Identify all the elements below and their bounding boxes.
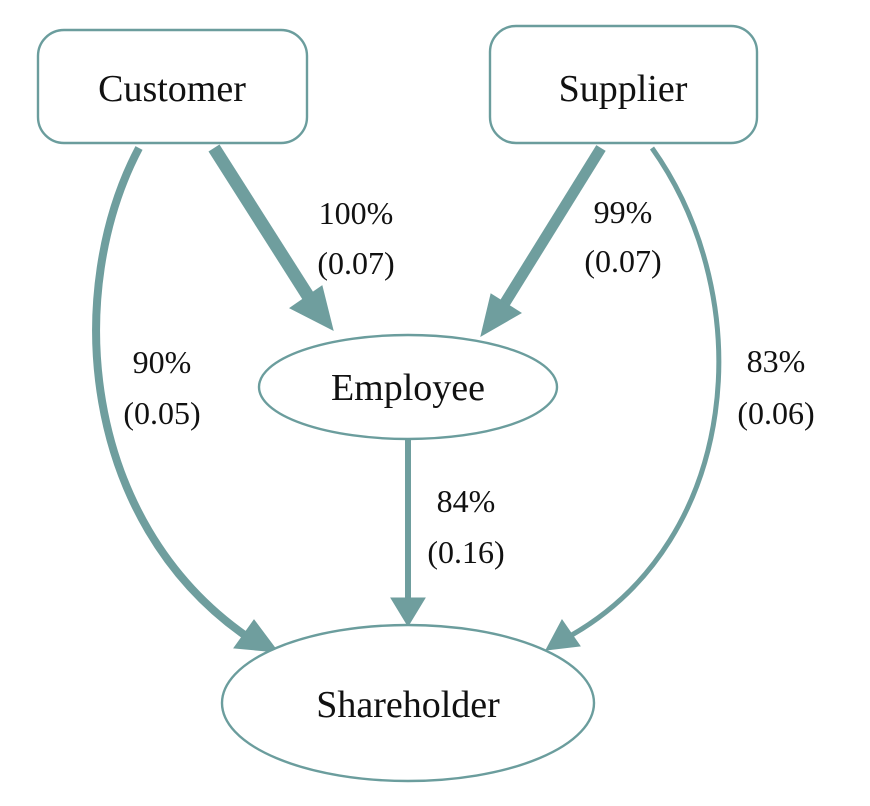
edge-percent-supplier-shareholder: 83% — [747, 343, 806, 379]
edge-value-customer-employee: (0.07) — [317, 245, 394, 281]
arrowhead-customer-employee — [289, 285, 334, 331]
node-employee-ellipse — [257, 333, 559, 441]
node-shareholder-ellipse — [220, 623, 596, 783]
edge-line-supplier-shareholder — [568, 146, 722, 639]
edge-value-supplier-shareholder: (0.06) — [737, 395, 814, 431]
edge-value-supplier-employee: (0.07) — [584, 243, 661, 279]
edge-line-customer-employee — [208, 144, 314, 300]
node-supplier: Supplier — [488, 24, 759, 145]
arrowhead-supplier-employee — [480, 293, 522, 338]
arrowhead-employee-shareholder — [390, 597, 426, 627]
node-customer: Customer — [36, 28, 309, 145]
node-customer-box — [36, 28, 309, 145]
edge-customer-shareholder: 90% (0.05) — [92, 146, 280, 653]
edge-line-customer-shareholder — [92, 146, 249, 640]
node-shareholder: Shareholder — [220, 623, 596, 783]
edge-value-employee-shareholder: (0.16) — [427, 534, 504, 570]
edge-percent-supplier-employee: 99% — [594, 194, 653, 230]
edge-line-supplier-employee — [498, 145, 606, 309]
node-customer-label: Customer — [98, 68, 246, 110]
edge-percent-employee-shareholder: 84% — [437, 483, 496, 519]
edge-supplier-employee: 99% (0.07) — [480, 145, 662, 338]
edge-customer-employee: 100% (0.07) — [208, 144, 395, 331]
edge-value-customer-shareholder: (0.05) — [123, 395, 200, 431]
arrowhead-supplier-shareholder — [545, 619, 581, 651]
node-employee: Employee — [257, 333, 559, 441]
node-employee-label: Employee — [331, 367, 485, 409]
edge-percent-customer-shareholder: 90% — [133, 344, 192, 380]
node-shareholder-label: Shareholder — [316, 684, 500, 726]
edge-employee-shareholder: 84% (0.16) — [390, 440, 505, 627]
node-supplier-label: Supplier — [559, 68, 688, 110]
edge-supplier-shareholder: 83% (0.06) — [545, 146, 815, 651]
edge-percent-customer-employee: 100% — [319, 195, 394, 231]
node-supplier-box — [488, 24, 759, 145]
arrowhead-customer-shareholder — [233, 619, 280, 653]
